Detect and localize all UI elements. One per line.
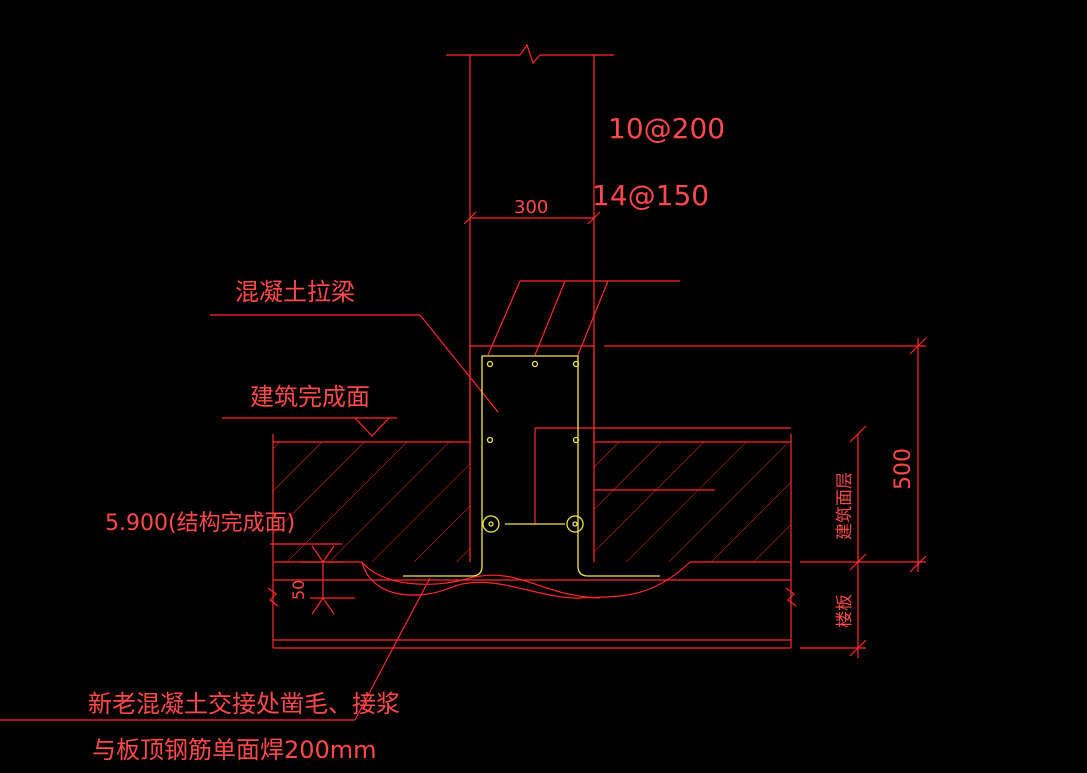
hatched-layer-right	[594, 442, 791, 562]
structure-lines	[0, 43, 927, 721]
offset-dimension: 50	[289, 580, 308, 600]
hatched-layer-left	[273, 442, 470, 562]
structural-level-label: 5.900(结构完成面)	[105, 511, 295, 536]
note-line-2: 与板顶钢筋单面焊200mm	[92, 736, 377, 764]
finished-surface-label: 建筑完成面	[250, 383, 370, 411]
main-bar-spec-label: 14@150	[592, 179, 709, 212]
tie-beam-label: 混凝土拉梁	[235, 278, 355, 306]
beam-width-dimension: 300	[514, 197, 548, 218]
note-line-1: 新老混凝土交接处凿毛、接浆	[88, 690, 400, 718]
slab-label: 楼板	[835, 594, 855, 628]
rebar-cage	[403, 355, 660, 577]
beam-height-dimension: 500	[891, 448, 916, 490]
building-layer-label: 建筑面层	[835, 472, 855, 540]
rebar-dots	[482, 360, 584, 533]
stirrup-spec-label: 10@200	[608, 112, 725, 145]
